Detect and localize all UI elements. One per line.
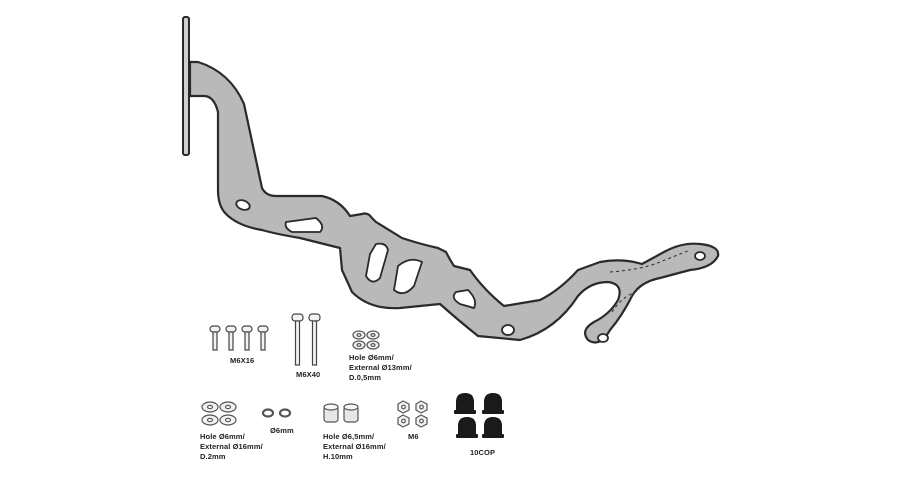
spacer-line-2: External Ø16mm/ bbox=[323, 442, 386, 451]
spacer-line-1: Hole Ø6,5mm/ bbox=[323, 432, 375, 441]
m6-nut-text: M6 bbox=[408, 432, 419, 441]
m6x40-screws bbox=[291, 313, 321, 366]
spacer-line-3: H.10mm bbox=[323, 452, 353, 461]
spacer-label: Hole Ø6,5mm/ External Ø16mm/ H.10mm bbox=[323, 432, 386, 462]
10cop-caps bbox=[454, 393, 504, 438]
washer-16mm-label: Hole Ø6mm/ External Ø16mm/ D.2mm bbox=[200, 432, 263, 462]
spacers bbox=[323, 403, 359, 423]
lock-washers bbox=[261, 408, 292, 418]
m6x16-text: M6X16 bbox=[230, 356, 255, 365]
m6x40-text: M6X40 bbox=[296, 370, 321, 379]
m6-nuts bbox=[397, 400, 428, 428]
lock-washer-label: Ø6mm bbox=[270, 426, 294, 436]
washer-16mm-line-3: D.2mm bbox=[200, 452, 226, 461]
mounting-bracket bbox=[188, 60, 720, 344]
m6x16-screws bbox=[209, 325, 269, 351]
lock-washer-text: Ø6mm bbox=[270, 426, 294, 435]
washers-13mm bbox=[352, 330, 380, 350]
m6x40-label: M6X40 bbox=[296, 370, 320, 380]
m6x16-label: M6X16 bbox=[230, 356, 254, 366]
m6-nut-label: M6 bbox=[408, 432, 419, 442]
washers-16mm bbox=[201, 401, 237, 426]
bracket-upright-plate bbox=[182, 16, 190, 156]
washer-13mm-line-1: Hole Ø6mm/ bbox=[349, 353, 394, 362]
washer-16mm-line-1: Hole Ø6mm/ bbox=[200, 432, 245, 441]
cap-text: 10COP bbox=[470, 448, 496, 457]
washer-13mm-line-3: D.0,5mm bbox=[349, 373, 381, 382]
washer-16mm-line-2: External Ø16mm/ bbox=[200, 442, 263, 451]
washer-13mm-label: Hole Ø6mm/ External Ø13mm/ D.0,5mm bbox=[349, 353, 412, 383]
cap-label: 10COP bbox=[470, 448, 495, 458]
washer-13mm-line-2: External Ø13mm/ bbox=[349, 363, 412, 372]
